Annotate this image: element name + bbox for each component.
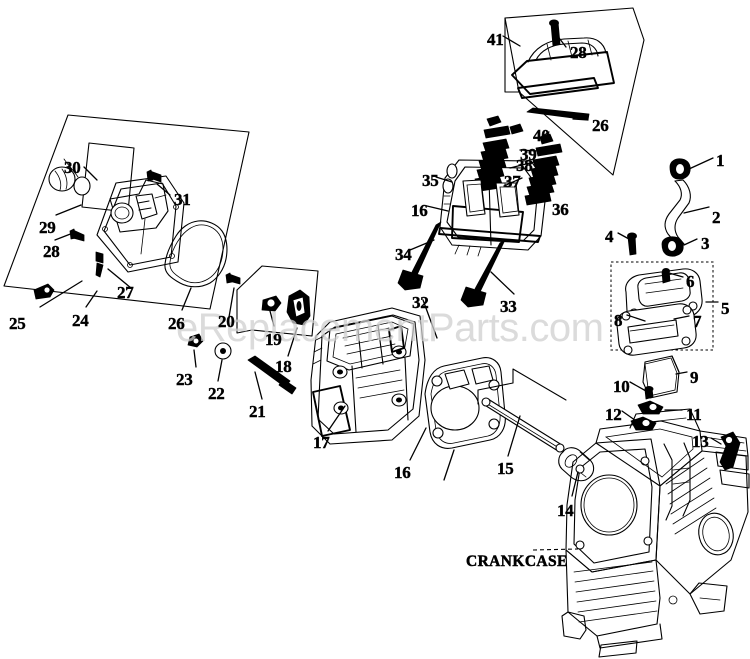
part-18-rocker-arm <box>286 289 311 326</box>
callout-38: 38 <box>516 156 533 175</box>
callout-18: 18 <box>275 357 292 376</box>
callout-24: 24 <box>72 311 89 330</box>
callout-41: 41 <box>487 30 504 49</box>
callout-22: 22 <box>208 384 225 403</box>
part-34-intake-valve <box>397 221 442 291</box>
part-16-head-gasket <box>424 357 506 449</box>
callout-27: 27 <box>117 283 134 302</box>
callout-30: 30 <box>64 158 81 177</box>
callout-31: 31 <box>174 190 191 209</box>
callout-26b: 26 <box>592 116 609 135</box>
callout-29: 29 <box>39 218 56 237</box>
callout-15: 15 <box>497 459 514 478</box>
part-35-head-upper <box>438 159 548 257</box>
callout-20: 20 <box>218 312 235 331</box>
callout-8: 8 <box>614 311 623 330</box>
callout-25: 25 <box>9 314 26 333</box>
part-22-washer <box>214 342 232 360</box>
callout-23: 23 <box>176 370 193 389</box>
callout-16: 16 <box>394 463 411 482</box>
callout-4: 4 <box>605 227 614 246</box>
breather-assembly-box <box>610 261 714 356</box>
part-13-lever <box>719 431 741 471</box>
callout-14: 14 <box>557 501 574 520</box>
part-15-push-rod <box>477 368 567 453</box>
callout-37: 37 <box>504 172 521 191</box>
leader-lines <box>39 33 722 551</box>
callout-21: 21 <box>249 402 266 421</box>
rocker-arm-box-middle <box>236 265 319 337</box>
callout-33: 33 <box>500 297 517 316</box>
callout-9: 9 <box>690 368 699 387</box>
crankcase-label: CRANKCASE <box>466 553 568 571</box>
part-17-cylinder-head <box>310 307 426 445</box>
part-19-pivot <box>261 295 282 312</box>
part-21-stud <box>247 355 297 395</box>
callout-17: 17 <box>313 433 330 452</box>
part-3-clamp <box>661 236 684 257</box>
callout-12: 12 <box>605 405 622 424</box>
part-33-exhaust-valve <box>460 239 506 308</box>
part-23-nut <box>187 333 204 348</box>
callout-35: 35 <box>422 171 439 190</box>
callout-13: 13 <box>692 432 709 451</box>
callout-10: 10 <box>613 377 630 396</box>
callout-34: 34 <box>395 245 412 264</box>
callout-26: 26 <box>168 314 185 333</box>
callout-7: 7 <box>693 312 702 331</box>
part-30-plug <box>48 158 91 196</box>
callout-28: 28 <box>43 242 60 261</box>
callout-28b: 28 <box>570 43 587 62</box>
callout-1: 1 <box>716 151 725 170</box>
part-1-clamp <box>669 158 691 180</box>
callout-19: 19 <box>265 330 282 349</box>
small-parts-10-11-12 <box>630 386 664 431</box>
part-26-gasket <box>164 220 228 288</box>
part-24-valve-cover <box>96 175 185 273</box>
part-14-tube <box>558 447 595 482</box>
callout-36: 36 <box>552 200 569 219</box>
callout-5: 5 <box>721 299 730 318</box>
part-4-bolt <box>627 232 637 256</box>
fasteners-left <box>33 169 241 300</box>
callout-16b: 16 <box>411 201 428 220</box>
callout-39: 39 <box>520 145 537 164</box>
callout-3: 3 <box>701 234 710 253</box>
callout-32: 32 <box>412 293 429 312</box>
callout-40: 40 <box>533 126 550 145</box>
callout-2: 2 <box>712 208 721 227</box>
callout-6: 6 <box>686 272 695 291</box>
crankcase-body <box>561 408 750 658</box>
callout-11: 11 <box>686 405 702 424</box>
